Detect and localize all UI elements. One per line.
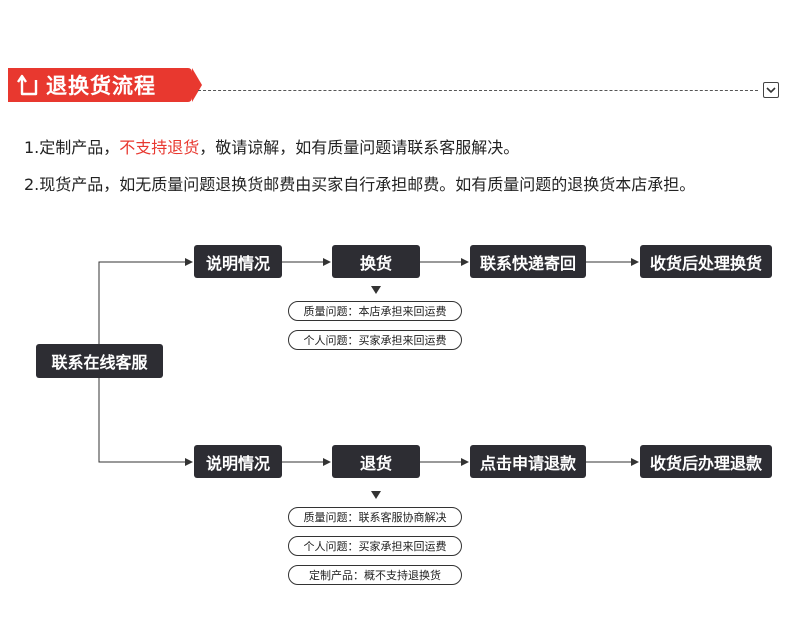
chevron-down-icon [766, 87, 776, 94]
refund-step-explain: 说明情况 [194, 445, 282, 478]
section-title: 退换货流程 [46, 74, 156, 98]
collapse-toggle[interactable] [763, 82, 779, 98]
refund-step-return: 退货 [332, 445, 420, 478]
exchange-note-quality: 质量问题：本店承担来回运费 [288, 301, 462, 321]
refund-step-apply: 点击申请退款 [470, 445, 586, 478]
refund-note-personal: 个人问题：买家承担来回运费 [288, 536, 462, 556]
exchange-step-ship-back: 联系快递寄回 [470, 245, 586, 278]
exchange-step-explain: 说明情况 [194, 245, 282, 278]
no-return-highlight: 不支持退货 [119, 138, 200, 157]
policy-note-custom: 1.定制产品，不支持退货，敬请谅解，如有质量问题请联系客服解决。 [24, 138, 520, 157]
refund-note-quality: 质量问题：联系客服协商解决 [288, 507, 462, 527]
policy-note-stock: 2.现货产品，如无质量问题退换货邮费由买家自行承担邮费。如有质量问题的退换货本店… [24, 175, 696, 194]
refund-note-custom: 定制产品：概不支持退换货 [288, 565, 462, 585]
contact-online-service-node: 联系在线客服 [36, 344, 163, 378]
return-arrow-icon [8, 68, 46, 102]
exchange-step-process: 收货后处理换货 [640, 245, 772, 278]
section-header-badge: 退换货流程 [8, 68, 202, 102]
refund-step-process: 收货后办理退款 [640, 445, 772, 478]
header-divider [198, 90, 758, 91]
triangle-down-icon [371, 491, 381, 499]
exchange-step-exchange: 换货 [332, 245, 420, 278]
exchange-note-personal: 个人问题：买家承担来回运费 [288, 330, 462, 350]
triangle-down-icon [371, 286, 381, 294]
